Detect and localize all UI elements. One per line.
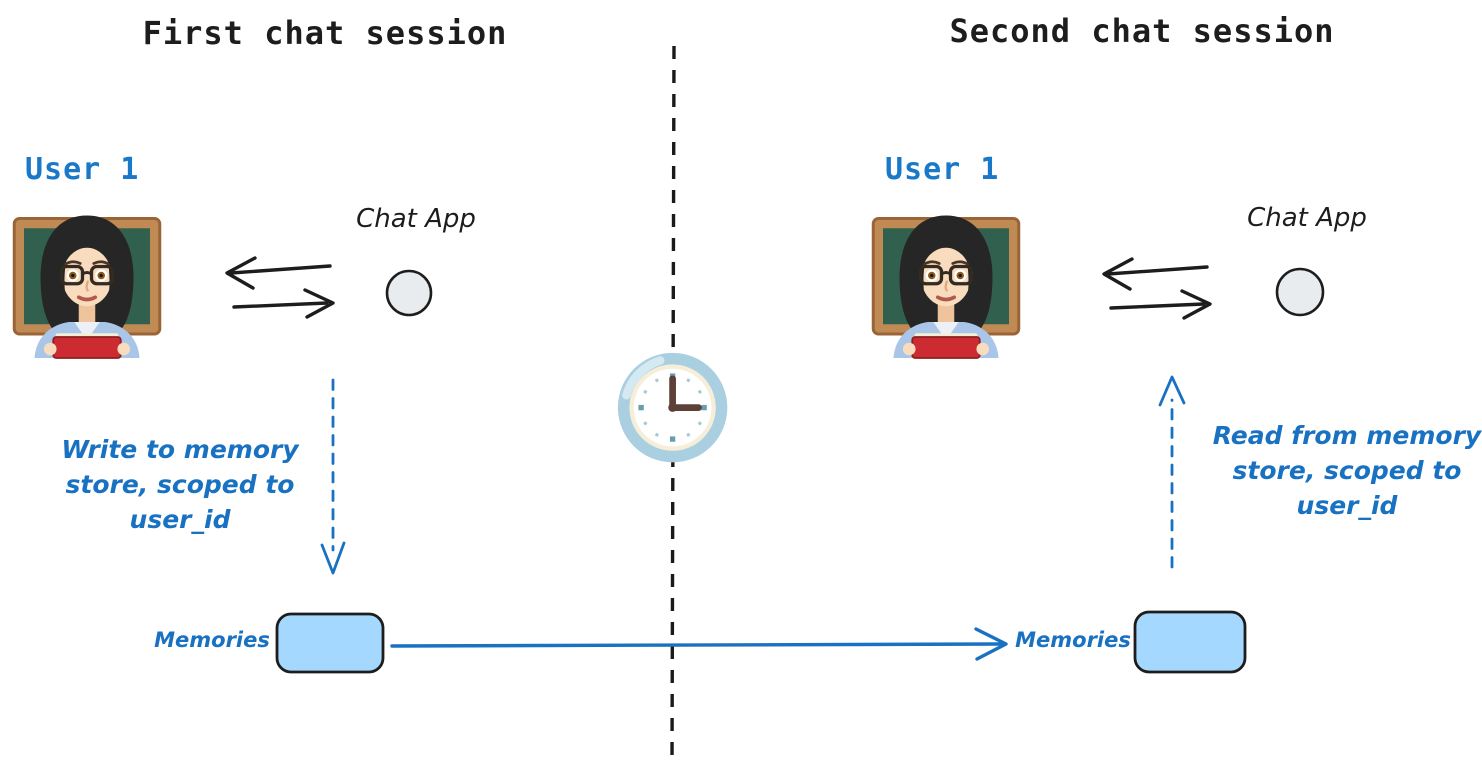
- clock-icon: [617, 352, 728, 463]
- woman-teacher-emoji: [871, 213, 1021, 360]
- annotation-line: store, scoped to: [1232, 456, 1462, 485]
- write-memory-annotation: Write to memory store, scoped to user_id: [61, 432, 298, 537]
- left-user-app-arrows: [225, 256, 335, 319]
- right-memories-label: Memories: [1015, 628, 1131, 652]
- woman-teacher-emoji: [12, 213, 162, 360]
- first-session-title: First chat session: [142, 14, 508, 52]
- right-chat-app-label: Chat App: [1247, 203, 1367, 233]
- annotation-line: Read from memory: [1212, 421, 1482, 450]
- memories-transfer-arrow: [390, 627, 1008, 661]
- annotation-line: Write to memory: [61, 435, 299, 464]
- left-user-label: User 1: [25, 152, 140, 187]
- chat-app-node: [1275, 267, 1325, 317]
- annotation-line: user_id: [129, 505, 231, 534]
- left-memories-label: Memories: [154, 628, 270, 652]
- right-user-app-arrows: [1102, 257, 1212, 320]
- read-memory-annotation: Read from memory store, scoped to user_i…: [1213, 418, 1481, 523]
- memories-box: [275, 612, 385, 674]
- annotation-line: user_id: [1296, 491, 1398, 520]
- chat-app-node: [385, 269, 433, 317]
- right-user-label: User 1: [885, 152, 1000, 187]
- write-memory-arrow: [320, 378, 346, 575]
- memories-box: [1133, 610, 1247, 674]
- second-session-title: Second chat session: [949, 12, 1335, 50]
- left-chat-app-label: Chat App: [356, 204, 476, 234]
- annotation-line: store, scoped to: [65, 470, 295, 499]
- read-memory-arrow: [1158, 375, 1186, 569]
